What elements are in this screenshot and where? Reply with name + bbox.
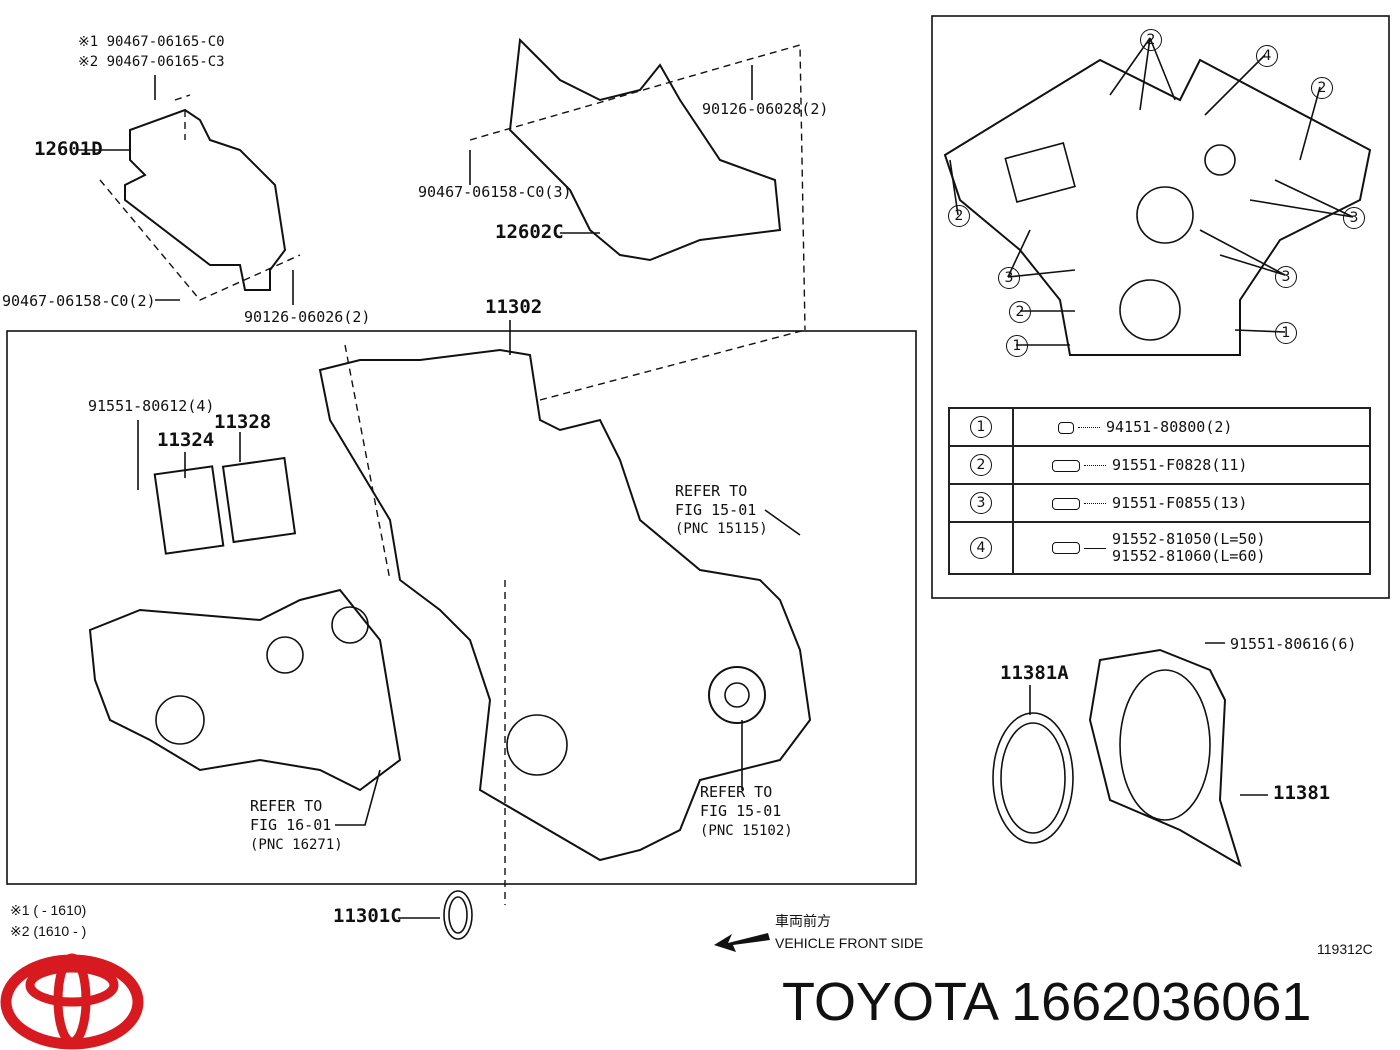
toyota-logo bbox=[0, 953, 144, 1050]
front-label-jp: 車両前方 bbox=[775, 913, 831, 929]
fastener-legend-table: 1 94151-80800(2) 2 91551-F0828(11) 3 915… bbox=[948, 407, 1371, 575]
diagram-id: 119312C bbox=[1317, 941, 1373, 957]
refer-15102-line1: REFER TO bbox=[700, 783, 773, 801]
legend-row: 2 91551-F0828(11) bbox=[948, 445, 1371, 485]
label-note1-part: ※1 90467-06165-C0 bbox=[78, 34, 225, 50]
main-frame bbox=[6, 330, 917, 885]
callout-2: 2 bbox=[1311, 77, 1333, 99]
callout-3: 3 bbox=[1343, 207, 1365, 229]
legend-part: 91552-81050(L=50) bbox=[1112, 530, 1266, 548]
bolt-icon bbox=[1052, 542, 1080, 554]
refer-16271-line3: (PNC 16271) bbox=[250, 837, 343, 853]
front-label-en: VEHICLE FRONT SIDE bbox=[775, 935, 924, 951]
legend-part: 91552-81060(L=60) bbox=[1112, 547, 1266, 565]
label-90126-06026: 90126-06026(2) bbox=[244, 308, 371, 326]
oil-seal-11301c bbox=[443, 890, 473, 940]
part-number: 1662036061 bbox=[1011, 972, 1312, 1032]
callout-2: 2 bbox=[948, 205, 970, 227]
label-11301c: 11301C bbox=[333, 905, 402, 927]
inset-engine-front bbox=[943, 58, 1372, 356]
refer-15102-line3: (PNC 15102) bbox=[700, 823, 793, 839]
gasket-11328 bbox=[221, 456, 297, 544]
callout-4: 4 bbox=[1256, 45, 1278, 67]
label-91551-80612: 91551-80612(4) bbox=[88, 397, 215, 415]
retainer-11381 bbox=[1088, 648, 1242, 868]
refer-16271-line1: REFER TO bbox=[250, 797, 323, 815]
bolt-icon bbox=[1052, 459, 1080, 472]
inset-frame bbox=[931, 15, 1390, 599]
label-90467-left: 90467-06158-C0(2) bbox=[2, 292, 156, 310]
callout-1: 1 bbox=[1275, 322, 1297, 344]
label-90126-06028: 90126-06028(2) bbox=[702, 100, 829, 118]
callout-3: 3 bbox=[998, 267, 1020, 289]
label-91551-80616: 91551-80616(6) bbox=[1230, 635, 1357, 653]
callout-3: 3 bbox=[1275, 266, 1297, 288]
footnote-1: ※1 ( - 1610) bbox=[10, 902, 87, 918]
legend-number: 3 bbox=[970, 492, 992, 514]
legend-number: 4 bbox=[970, 537, 992, 559]
brand-name: TOYOTA bbox=[782, 972, 997, 1032]
callout-1: 1 bbox=[1006, 335, 1028, 357]
refer-15115-line3: (PNC 15115) bbox=[675, 521, 768, 537]
label-note2-part: ※2 90467-06165-C3 bbox=[78, 54, 225, 70]
label-12601d: 12601D bbox=[34, 138, 103, 160]
legend-row: 3 91551-F0855(13) bbox=[948, 483, 1371, 523]
front-arrow-icon bbox=[714, 933, 770, 952]
legend-part: 94151-80800(2) bbox=[1106, 418, 1233, 436]
timing-cover-11302 bbox=[318, 348, 812, 862]
refer-15115-line1: REFER TO bbox=[675, 482, 748, 500]
legend-number: 2 bbox=[970, 454, 992, 476]
legend-row: 1 94151-80800(2) bbox=[948, 407, 1371, 447]
label-12602c: 12602C bbox=[495, 221, 564, 243]
water-pump bbox=[88, 588, 402, 792]
oil-seal-11381a bbox=[992, 712, 1074, 844]
bracket-12601d bbox=[124, 108, 287, 291]
legend-row: 4 91552-81050(L=50)91552-81060(L=60) bbox=[948, 521, 1371, 575]
refer-15102-line2: FIG 15-01 bbox=[700, 802, 782, 820]
bolt-icon bbox=[1052, 497, 1080, 510]
gasket-11324 bbox=[153, 465, 225, 555]
label-90467-mid: 90467-06158-C0(3) bbox=[418, 183, 572, 201]
label-11328: 11328 bbox=[214, 411, 272, 433]
legend-part: 91551-F0828(11) bbox=[1112, 456, 1248, 474]
cover-12602c bbox=[508, 37, 782, 262]
legend-number: 1 bbox=[970, 416, 992, 438]
oil-pump-rotor bbox=[708, 666, 766, 724]
callout-2: 2 bbox=[1140, 29, 1162, 51]
footnote-2: ※2 (1610 - ) bbox=[10, 923, 87, 939]
nut-icon bbox=[1058, 421, 1074, 434]
label-11302: 11302 bbox=[485, 296, 543, 318]
label-11381a: 11381A bbox=[1000, 662, 1069, 684]
callout-2: 2 bbox=[1009, 301, 1031, 323]
refer-15115-line2: FIG 15-01 bbox=[675, 501, 757, 519]
label-11324: 11324 bbox=[157, 429, 215, 451]
label-11381: 11381 bbox=[1273, 782, 1331, 804]
legend-part: 91551-F0855(13) bbox=[1112, 494, 1248, 512]
refer-16271-line2: FIG 16-01 bbox=[250, 816, 332, 834]
